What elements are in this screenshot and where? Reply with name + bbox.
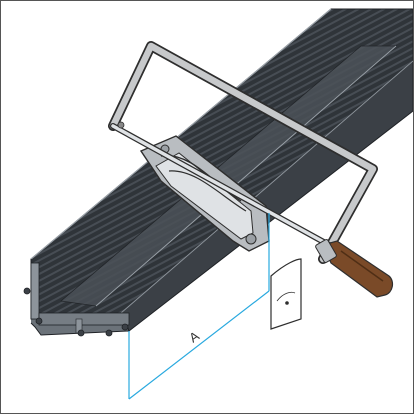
hacksaw-icon [108, 41, 394, 298]
saw-handle [322, 240, 394, 298]
saw-blade-face [111, 124, 333, 248]
profile-cross-section [23, 259, 130, 337]
profile-edge-highlight [120, 60, 413, 314]
clamp-icon [139, 135, 270, 252]
miter-angle-icon [270, 258, 302, 330]
dimension-label: A [186, 328, 202, 345]
dimension-a: A [128, 213, 270, 400]
saw-frame-inner [109, 42, 377, 263]
profile-edge-highlight [30, 8, 332, 260]
profile-edge-highlight [95, 45, 397, 307]
